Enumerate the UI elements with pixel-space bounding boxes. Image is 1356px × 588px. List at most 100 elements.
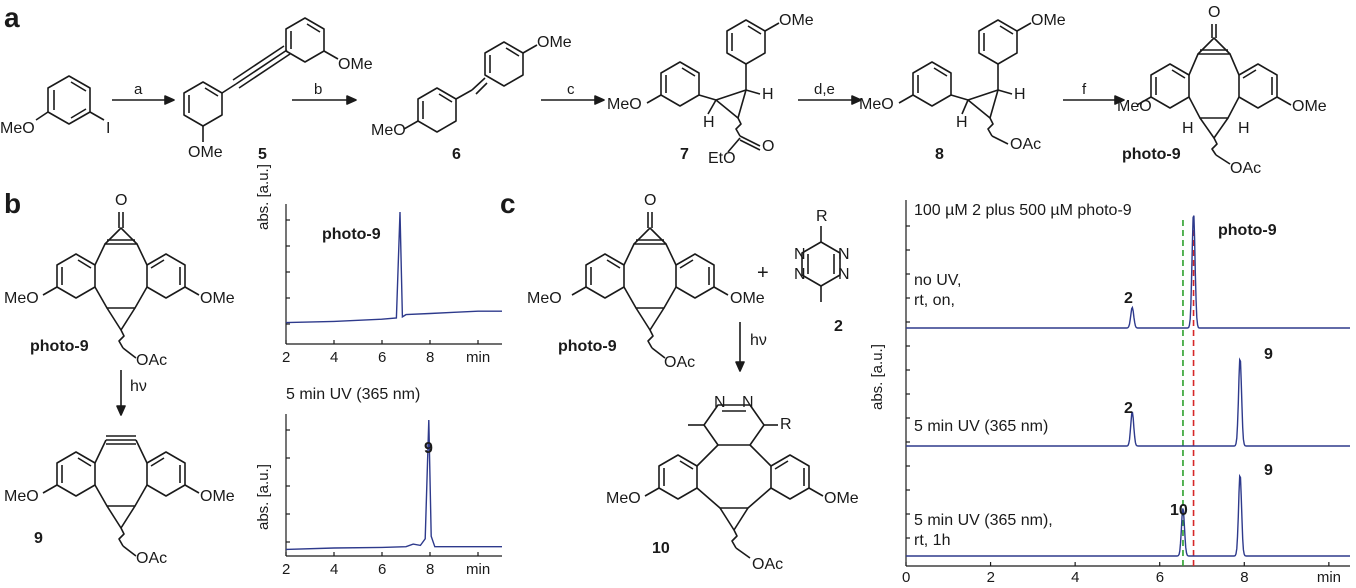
c7-ome-label: OMe: [779, 12, 814, 29]
start-iodo-label: I: [106, 120, 111, 137]
tetrazine-n4-label: N: [838, 266, 850, 283]
reagent-f-label: f: [1082, 81, 1087, 98]
photo9a-name: photo-9: [1122, 146, 1181, 163]
panel-letter-a: a: [4, 2, 20, 33]
photo9a-meo-label: MeO: [1117, 98, 1152, 115]
tetrazine-n1-label: N: [794, 246, 806, 263]
panel-letter-b: b: [4, 188, 22, 219]
tetrazine-number: 2: [834, 318, 843, 335]
chart-b2-x-tick-4: 4: [330, 561, 339, 578]
reagent-b-label: b: [314, 81, 323, 98]
chart-c-trace-label-1: no UV,: [914, 272, 962, 289]
chart-c-photo9-label: photo-9: [1218, 222, 1277, 239]
c5-ome-bottom-label: OMe: [188, 144, 223, 161]
photo9b-meo-label: MeO: [4, 290, 39, 307]
chart-b2-x-tick-8: 8: [426, 561, 435, 578]
chart-c-peak-10: 10: [1170, 502, 1188, 519]
chart-c-x-tick-min: min: [1316, 569, 1342, 586]
chart-c-trace-5min-uv: [906, 357, 1350, 447]
product9-meo-label: MeO: [4, 488, 39, 505]
c6-meo-label: MeO: [371, 122, 406, 139]
chart-b1-x-tick-4: 4: [330, 349, 339, 366]
compound-8-number: 8: [935, 146, 944, 163]
c8-h-right-label: H: [1014, 86, 1026, 103]
product10-n1-label: N: [714, 394, 726, 411]
chart-b2-peak-label: 9: [424, 440, 433, 457]
chart-b1-x-tick-min: min: [466, 349, 491, 366]
chart-b2-title: 5 min UV (365 nm): [286, 386, 421, 403]
chart-c-x-tick-0: 0: [902, 569, 911, 586]
photo9a-oac-label: OAc: [1230, 160, 1262, 177]
chart-c-trace-label-2: rt, on,: [914, 292, 955, 309]
chart-c-trace-label-5: rt, 1h: [914, 532, 951, 549]
tetrazine-r-label: R: [816, 208, 828, 225]
photo9c-meo-label: MeO: [527, 290, 562, 307]
chart-c-peak-2-top: 2: [1124, 290, 1133, 307]
c7-eto-label: EtO: [708, 150, 736, 167]
compound-7-number: 7: [680, 146, 689, 163]
product10-r-label: R: [780, 416, 792, 433]
photo9b-ome-label: OMe: [200, 290, 235, 307]
photo9b-name: photo-9: [30, 338, 89, 355]
chart-b2-x-tick-6: 6: [378, 561, 387, 578]
photo9b-oac-label: OAc: [136, 352, 168, 369]
c8-ome-label: OMe: [1031, 12, 1066, 29]
chart-b1-x-tick-6: 6: [378, 349, 387, 366]
chart-c-peak-9-mid: 9: [1264, 346, 1273, 363]
product9-ome-label: OMe: [200, 488, 235, 505]
panel-letter-c: c: [500, 188, 516, 219]
chart-b2-trace: [285, 419, 502, 551]
chart-b2-x-tick-2: 2: [282, 561, 291, 578]
c7-carbonyl-o-label: O: [762, 138, 775, 155]
product9-number: 9: [34, 530, 43, 547]
chart-b1-x-tick-8: 8: [426, 349, 435, 366]
product10-meo-label: MeO: [606, 490, 641, 507]
chart-b1-trace: [285, 211, 502, 324]
chart-c-peak-2-mid: 2: [1124, 400, 1133, 417]
photo9a-h-left-label: H: [1182, 120, 1194, 137]
tetrazine-n2-label: N: [838, 246, 850, 263]
scheme-c-hv-label: hν: [750, 332, 767, 349]
chart-c-x-tick-2: 2: [986, 569, 995, 586]
reagent-de-label: d,e: [814, 81, 835, 98]
chart-c-trace-no-uv: [906, 215, 1350, 329]
photo9a-h-right-label: H: [1238, 120, 1250, 137]
c8-h-left-label: H: [956, 114, 968, 131]
reagent-a-label: a: [134, 81, 143, 98]
photo9c-o-label: O: [644, 192, 657, 209]
chart-c-title: 100 µM 2 plus 500 µM photo-9: [914, 202, 1132, 220]
chart-c-trace-5min-uv-1h: [906, 473, 1350, 557]
chart-c-trace-label-4: 5 min UV (365 nm),: [914, 512, 1053, 529]
c6-ome-label: OMe: [537, 34, 572, 51]
chart-b2-x-tick-min: min: [466, 561, 491, 578]
compound-6-number: 6: [452, 146, 461, 163]
photo9b-o-label: O: [115, 192, 128, 209]
photo9c-ome-label: OMe: [730, 290, 765, 307]
photo9c-oac-label: OAc: [664, 354, 696, 371]
tetrazine-n3-label: N: [794, 266, 806, 283]
product10-n2-label: N: [742, 394, 754, 411]
c8-meo-label: MeO: [859, 96, 894, 113]
c7-h-left-label: H: [703, 114, 715, 131]
product10-number: 10: [652, 540, 670, 557]
chart-c-ylabel: abs. [a.u.]: [869, 344, 886, 410]
c8-oac-label: OAc: [1010, 136, 1042, 153]
photo9a-o-label: O: [1208, 4, 1221, 21]
chart-c-x-tick-4: 4: [1071, 569, 1080, 586]
c5-ome-top-label: OMe: [338, 56, 373, 73]
plus-sign: +: [757, 262, 769, 284]
chart-c-x-tick-8: 8: [1240, 569, 1249, 586]
product10-ome-label: OMe: [824, 490, 859, 507]
chart-c-peak-9-bottom: 9: [1264, 462, 1273, 479]
chart-b1-peak-label: photo-9: [322, 226, 381, 243]
product10-oac-label: OAc: [752, 556, 784, 573]
chart-c-trace-label-3: 5 min UV (365 nm): [914, 418, 1049, 435]
chart-b1-x-tick-2: 2: [282, 349, 291, 366]
chart-c-title-text: 100 µM 2 plus 500 µM photo-9: [914, 202, 1132, 219]
reagent-c-label: c: [567, 81, 575, 98]
c7-meo-label: MeO: [607, 96, 642, 113]
